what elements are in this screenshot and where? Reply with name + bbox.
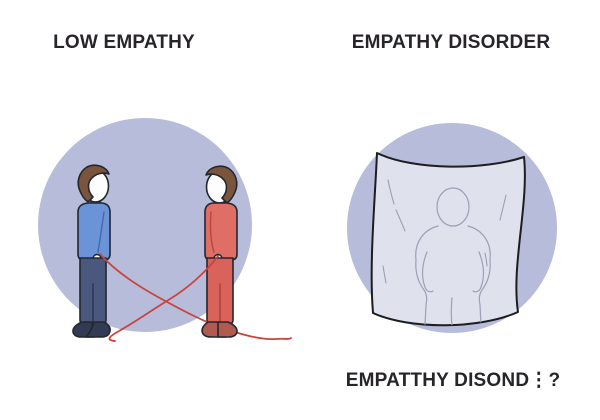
sheet-crease (484, 252, 488, 267)
person-red-sweater (204, 202, 238, 261)
person-red (204, 165, 238, 325)
low-empathy-illustration (38, 118, 292, 342)
silhouette-head (436, 187, 470, 227)
silhouette-left-side (415, 259, 428, 326)
silhouette-right-arm (472, 251, 485, 293)
translucent-sheet (370, 152, 526, 327)
person-red-arm-seam (209, 211, 215, 253)
silhouette-leg-split (450, 297, 453, 326)
silhouette-right-side (478, 259, 491, 326)
right-panel-caption: EMPATTHY DISOND⋮? (345, 370, 561, 391)
thread-from-red-person (108, 255, 219, 342)
hidden-person-silhouette (415, 187, 491, 326)
person-blue-arm-seam (97, 211, 105, 253)
person-blue-hair (77, 164, 110, 203)
sheet-crease (387, 179, 395, 205)
empathy-disorder-illustration (347, 123, 557, 333)
left-panel-title: LOW EMPATHY (53, 32, 195, 53)
silhouette-right-shoulder (467, 225, 491, 261)
sheet-crease-lines (382, 179, 507, 284)
right-panel-title: EMPATHY DISORDER (351, 32, 551, 53)
sheet-crease (382, 265, 387, 284)
person-blue-front-shoe (85, 321, 111, 338)
person-blue (77, 164, 111, 325)
person-red-hair (205, 165, 238, 204)
sheet-crease (395, 209, 406, 232)
sheet-crease (499, 194, 507, 221)
silhouette-left-arm (421, 251, 434, 293)
person-blue-sweater (77, 202, 111, 261)
person-red-back-shoe (217, 321, 238, 338)
shoes (72, 321, 238, 338)
silhouette-left-shoulder (415, 225, 439, 261)
